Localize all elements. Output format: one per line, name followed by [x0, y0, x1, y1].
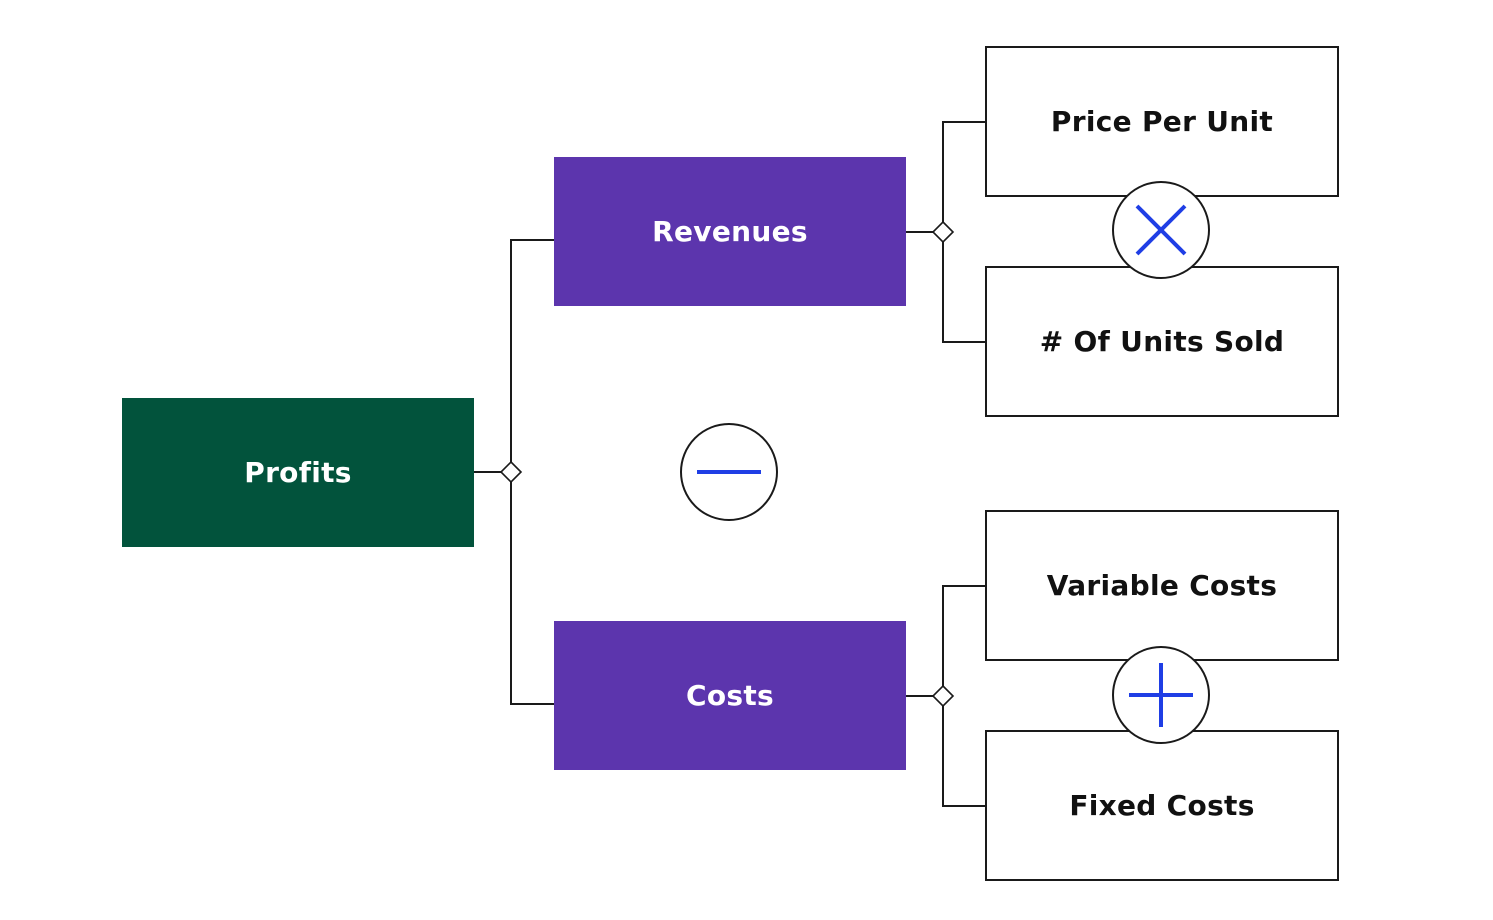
- profits-node: Profits: [122, 398, 474, 547]
- costs-node: Costs: [554, 621, 906, 770]
- costs-label: Costs: [685, 679, 774, 712]
- profits-label: Profits: [244, 456, 352, 489]
- fixed-costs-node: Fixed Costs: [985, 730, 1339, 881]
- variable-costs-label: Variable Costs: [1046, 569, 1278, 602]
- junction-diamond-profits: [499, 460, 523, 484]
- junction-diamond-costs: [931, 684, 955, 708]
- price-per-unit-label: Price Per Unit: [1050, 105, 1274, 138]
- units-sold-label: # Of Units Sold: [1039, 325, 1285, 358]
- junction-diamond-revenues: [931, 220, 955, 244]
- multiply-icon: [1135, 204, 1187, 256]
- revenues-node: Revenues: [554, 157, 906, 306]
- plus-operator: [1112, 646, 1210, 744]
- multiply-operator: [1112, 181, 1210, 279]
- plus-icon: [1129, 663, 1193, 727]
- units-sold-node: # Of Units Sold: [985, 266, 1339, 417]
- minus-operator: [680, 423, 778, 521]
- variable-costs-node: Variable Costs: [985, 510, 1339, 661]
- fixed-costs-label: Fixed Costs: [1069, 789, 1255, 822]
- minus-icon: [697, 470, 761, 474]
- revenues-label: Revenues: [652, 215, 808, 248]
- price-per-unit-node: Price Per Unit: [985, 46, 1339, 197]
